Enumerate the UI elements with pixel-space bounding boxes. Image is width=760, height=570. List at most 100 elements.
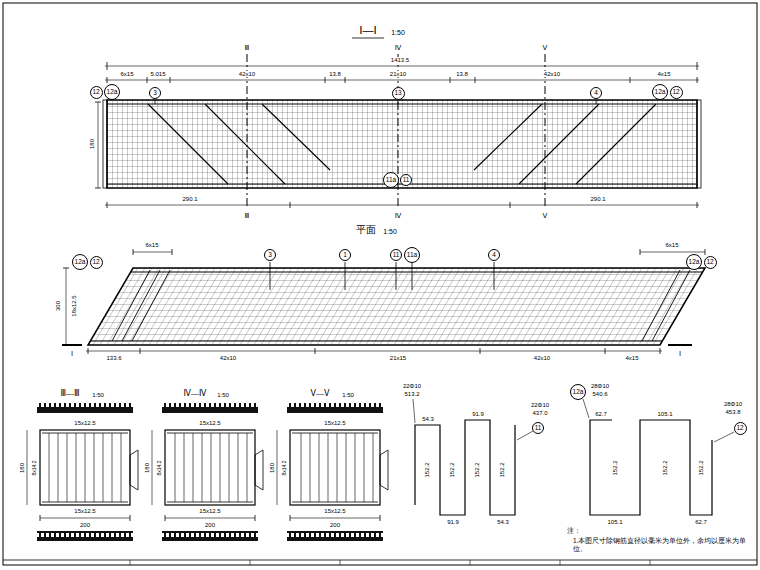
callout-number: 11 bbox=[532, 422, 544, 434]
title-strip-ticks bbox=[130, 560, 650, 565]
note-heading: 注： bbox=[566, 527, 582, 534]
dimension-text: 180 bbox=[19, 462, 25, 474]
callout-text: 3 bbox=[268, 252, 272, 259]
bar-spec: 22Φ10 bbox=[530, 402, 550, 408]
callout-number: 3 bbox=[149, 87, 161, 99]
dimension-text: 13.8 bbox=[455, 71, 469, 77]
callout-text: 11 bbox=[403, 177, 410, 184]
cross-section bbox=[277, 403, 388, 541]
dimension-line bbox=[40, 518, 130, 519]
callout-number: 3 bbox=[264, 249, 276, 261]
bent-bars bbox=[148, 104, 656, 184]
dimension-ticks bbox=[107, 62, 697, 70]
dimension-ticks bbox=[133, 249, 172, 255]
scale-text: 1:50 bbox=[382, 228, 398, 235]
callout-number: 12 bbox=[670, 86, 683, 99]
dimension-line bbox=[640, 252, 705, 253]
dimension-text: 54.3 bbox=[496, 519, 510, 525]
callout-number: 13 bbox=[392, 87, 405, 100]
dimension-text: 200 bbox=[204, 522, 216, 528]
dimension-text: 200 bbox=[79, 522, 91, 528]
scale-text: 1:50 bbox=[216, 392, 230, 398]
callout-text: 12a bbox=[655, 89, 666, 96]
dimension-text: 54.3 bbox=[421, 416, 435, 422]
section-bars bbox=[293, 433, 377, 502]
callout-number: 12a bbox=[570, 384, 586, 400]
callout-number: 12a bbox=[686, 254, 702, 270]
dimension-ticks bbox=[165, 515, 255, 521]
callout-text: 12 bbox=[92, 259, 99, 266]
callout-text: 11 bbox=[535, 425, 542, 432]
section-mark: Ⅳ bbox=[394, 212, 402, 219]
bar-table-band bbox=[162, 531, 258, 541]
end-bar bbox=[103, 100, 107, 188]
rebar-shape bbox=[415, 420, 515, 515]
bar-length: 453.8 bbox=[724, 409, 741, 415]
section-mark: Ⅰ bbox=[678, 350, 682, 357]
dimension-text: 15x12.5 bbox=[198, 420, 221, 426]
section-tab bbox=[380, 450, 388, 490]
dimension-text: 8x14.2 bbox=[282, 459, 287, 476]
dimension-text: 152.2 bbox=[698, 459, 704, 476]
callout-text: 4 bbox=[492, 252, 496, 259]
callout-text: 1 bbox=[343, 252, 347, 259]
dimension-text: 290.1 bbox=[589, 196, 606, 202]
dimension-line bbox=[105, 80, 699, 81]
dimension-ticks bbox=[40, 515, 130, 521]
leader-line bbox=[155, 100, 596, 104]
dimension-ticks bbox=[88, 348, 660, 354]
dimension-text: 62.7 bbox=[594, 411, 608, 417]
callout-text: 3 bbox=[153, 90, 157, 97]
dimension-text: 6x15 bbox=[664, 242, 679, 248]
callout-text: 12 bbox=[92, 89, 99, 96]
bar-table-band bbox=[37, 403, 133, 413]
callout-number: 12 bbox=[90, 86, 103, 99]
section-cut-mark bbox=[62, 344, 692, 346]
dimension-ticks bbox=[290, 515, 380, 521]
callout-number: 4 bbox=[488, 249, 500, 261]
callout-text: 11 bbox=[393, 252, 400, 259]
cross-section bbox=[152, 403, 263, 541]
dimension-text: 15x12.5 bbox=[73, 508, 96, 514]
bar-length: 513.2 bbox=[403, 391, 420, 397]
dimension-ticks bbox=[107, 202, 697, 208]
dimension-text: 21x15 bbox=[389, 355, 407, 361]
dimension-ticks bbox=[63, 268, 69, 345]
callout-text: 12 bbox=[672, 89, 679, 96]
dimension-line bbox=[98, 102, 99, 188]
leader-line bbox=[517, 431, 533, 440]
bar-table-band bbox=[37, 531, 133, 541]
view-title: Ⅴ—Ⅴ bbox=[310, 390, 331, 398]
dimension-ticks bbox=[107, 77, 697, 83]
callout-text: 12a bbox=[75, 259, 86, 266]
dimension-text: 290.1 bbox=[181, 196, 198, 202]
dimension-text: 42x10 bbox=[533, 355, 551, 361]
dimension-line bbox=[105, 66, 699, 67]
dimension-line bbox=[133, 252, 172, 253]
cross-section bbox=[27, 403, 138, 541]
dimension-text: 8x14.2 bbox=[32, 459, 37, 476]
dimension-line bbox=[165, 518, 255, 519]
bar-spec: 22Φ10 bbox=[402, 383, 422, 389]
callout-text: 12 bbox=[706, 259, 713, 266]
dimension-text: 62.7 bbox=[694, 519, 708, 525]
callout-number: 1 bbox=[339, 249, 351, 261]
dimension-text: 91.9 bbox=[471, 411, 485, 417]
callout-number: 11 bbox=[390, 249, 402, 261]
section-tab bbox=[255, 450, 263, 490]
dimension-text: 4x15 bbox=[656, 71, 671, 77]
section-outline bbox=[165, 430, 255, 505]
dimension-text: 6x15 bbox=[119, 71, 134, 77]
title-strip-line bbox=[3, 560, 757, 561]
section-bars bbox=[167, 433, 253, 502]
callout-text: 12 bbox=[736, 425, 743, 432]
sheet-frame bbox=[3, 3, 757, 565]
callout-number: 11 bbox=[400, 174, 412, 186]
section-mark: Ⅴ bbox=[542, 44, 549, 51]
scale-text: 1:50 bbox=[390, 29, 406, 36]
bar-table-band bbox=[162, 403, 258, 413]
section-mark: Ⅳ bbox=[394, 44, 402, 51]
dimension-line bbox=[27, 430, 28, 505]
section-mark: Ⅰ bbox=[70, 350, 74, 357]
dimension-text: 200 bbox=[329, 522, 341, 528]
